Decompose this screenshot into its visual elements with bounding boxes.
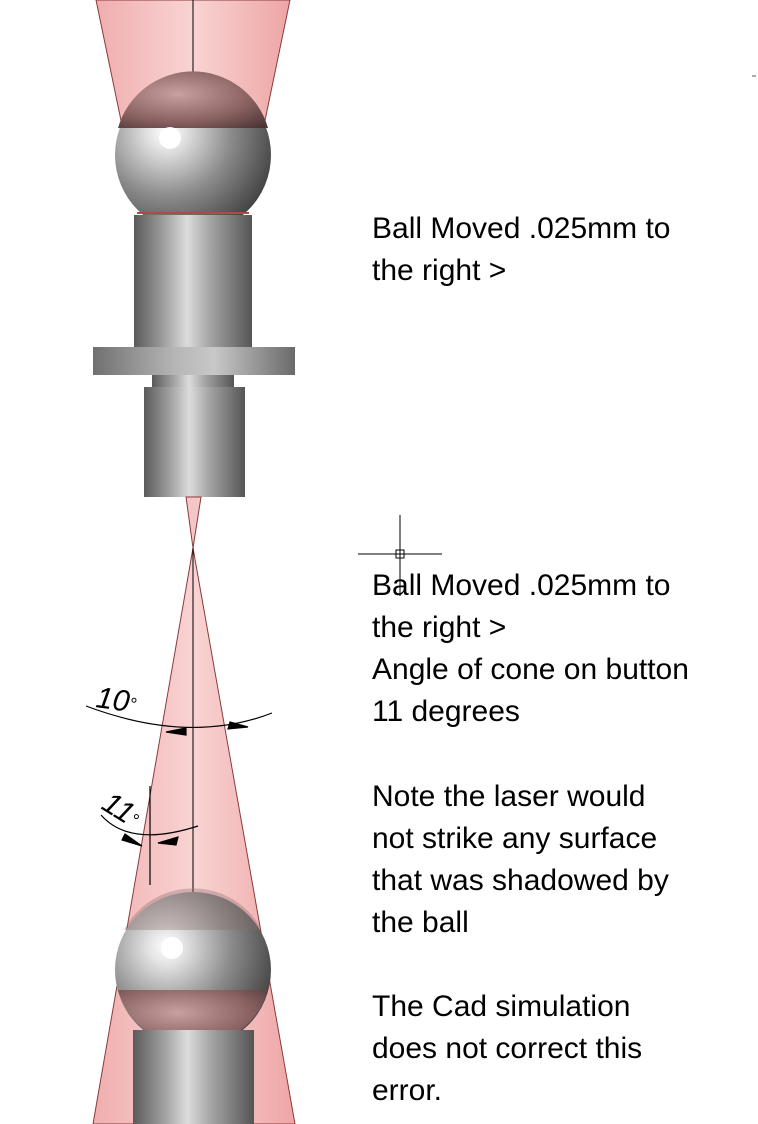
upper-stylus-body xyxy=(93,215,295,497)
upper-beam-taper xyxy=(185,496,202,549)
angle-dimension-upper xyxy=(85,705,273,736)
crosshair-cursor-icon xyxy=(358,515,442,596)
lower-ball xyxy=(115,888,271,1048)
angle-dimension-lower xyxy=(100,786,199,885)
note-laser-shadow: Note the laser would not strike any surf… xyxy=(372,780,669,939)
angle-label-upper: 10° xyxy=(94,681,139,719)
angle-label-lower: 11° xyxy=(96,786,146,834)
upper-ball xyxy=(115,71,271,233)
lower-stylus-shaft xyxy=(133,1030,254,1124)
note-top: Ball Moved .025mm to the right > xyxy=(372,212,671,287)
note-cad-error: The Cad simulation does not correct this… xyxy=(372,990,643,1107)
note-cone-angle: Ball Moved .025mm to the right > Angle o… xyxy=(372,569,689,728)
